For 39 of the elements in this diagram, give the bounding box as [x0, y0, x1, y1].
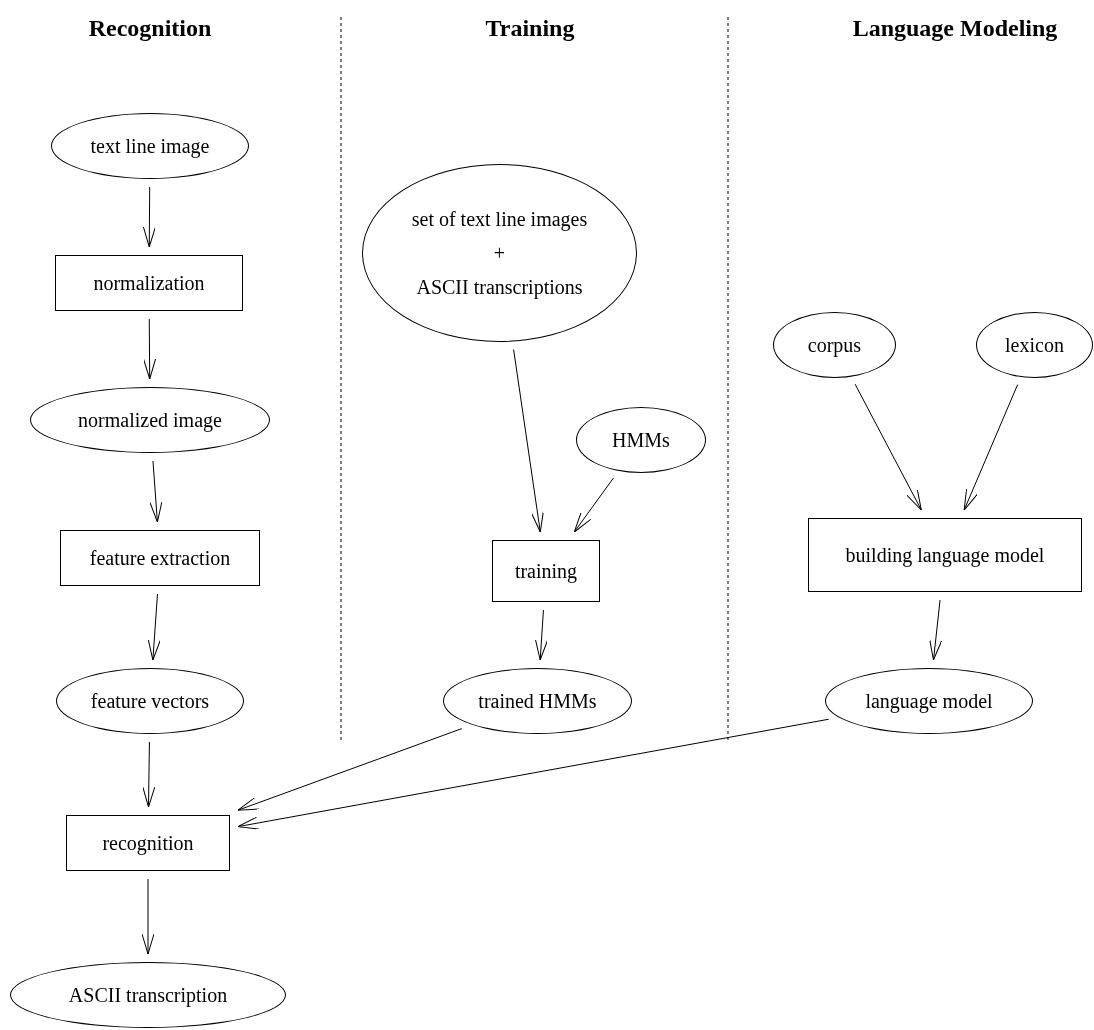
- arrow: [573, 477, 614, 533]
- node-label: language model: [865, 689, 993, 715]
- node-label: normalized image: [78, 408, 222, 434]
- arrow: [237, 718, 830, 830]
- arrow: [513, 349, 544, 533]
- node-label: ASCII transcription: [68, 983, 228, 1009]
- process-box: [55, 255, 243, 311]
- process-box: [60, 530, 260, 586]
- column-heading: Recognition: [88, 16, 212, 40]
- arrow: [142, 741, 156, 808]
- node-label: HMMs: [612, 428, 670, 453]
- node-label: trained HMMs: [478, 689, 597, 714]
- arrow: [143, 318, 157, 380]
- arrow: [149, 460, 163, 523]
- arrow: [142, 186, 156, 248]
- node-label: feature vectors: [90, 689, 210, 714]
- node-label: lexicon: [1005, 333, 1064, 358]
- arrow: [854, 383, 922, 511]
- node-label: recognition: [102, 831, 194, 857]
- node-label: set of text line images: [411, 207, 588, 233]
- node-label: corpus: [807, 333, 862, 359]
- arrow: [963, 384, 1019, 511]
- column-heading: Training: [485, 16, 575, 40]
- process-box: [66, 815, 230, 871]
- arrow: [141, 878, 155, 955]
- column-heading: Language Modeling: [852, 16, 1058, 40]
- process-box: [808, 518, 1082, 592]
- node-label: feature extraction: [89, 546, 231, 571]
- arrow: [535, 609, 548, 661]
- arrow: [929, 599, 943, 661]
- arrow: [147, 593, 161, 661]
- arrow: [237, 728, 463, 811]
- node-label: +: [493, 241, 506, 266]
- process-box: [492, 540, 600, 602]
- node-label: training: [514, 559, 578, 585]
- node-label: building language model: [845, 543, 1045, 569]
- node-label: text line image: [90, 134, 210, 160]
- node-label: normalization: [93, 271, 205, 296]
- node-label: ASCII transcriptions: [416, 275, 583, 301]
